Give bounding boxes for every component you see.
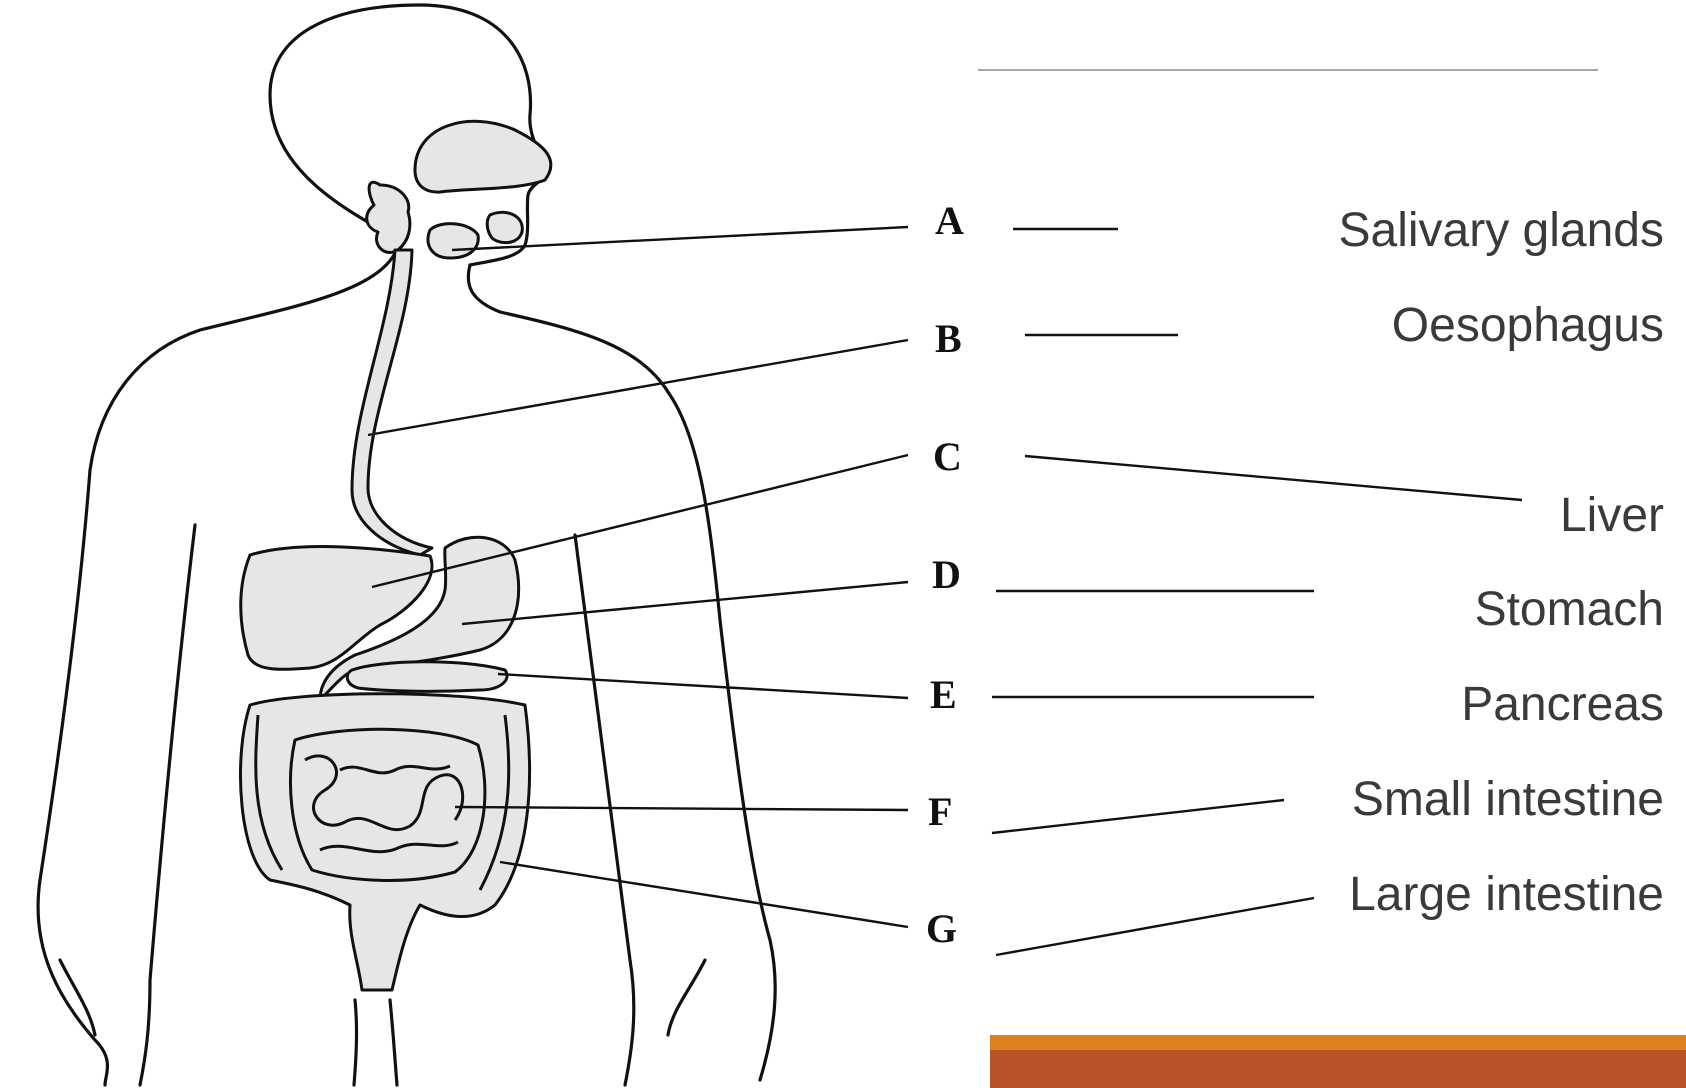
- leader-line: [368, 340, 908, 435]
- term-label: Large intestine: [1349, 868, 1664, 921]
- letter-label: A: [935, 198, 964, 243]
- letter-label: G: [926, 906, 957, 951]
- answer-line: [996, 898, 1314, 955]
- small-intestine-organ: [291, 729, 485, 880]
- leader-line: [500, 862, 908, 927]
- letter-label: E: [930, 672, 957, 717]
- mouth-region: [367, 121, 551, 258]
- term-label: Small intestine: [1352, 773, 1664, 826]
- term-label: Salivary glands: [1339, 204, 1665, 257]
- letter-label: D: [932, 552, 961, 597]
- letter-label: C: [933, 434, 962, 479]
- pancreas-organ: [347, 662, 507, 692]
- answer-line: [1025, 456, 1522, 500]
- footer-accent-bar: [990, 1035, 1686, 1050]
- footer-base-bar: [990, 1050, 1686, 1088]
- leader-line: [498, 674, 908, 698]
- term-labels: Salivary glands Oesophagus Liver Stomach…: [1339, 204, 1665, 921]
- leader-line: [372, 455, 908, 587]
- term-label: Oesophagus: [1392, 299, 1664, 352]
- oesophagus-tube: [352, 250, 432, 555]
- answer-line: [992, 800, 1284, 833]
- term-label: Stomach: [1475, 583, 1664, 636]
- letter-labels: A B C D E F G: [926, 198, 964, 951]
- term-label: Pancreas: [1461, 678, 1664, 731]
- leader-line: [462, 582, 908, 624]
- term-label: Liver: [1560, 489, 1664, 542]
- letter-label: F: [928, 789, 952, 834]
- letter-label: B: [935, 316, 962, 361]
